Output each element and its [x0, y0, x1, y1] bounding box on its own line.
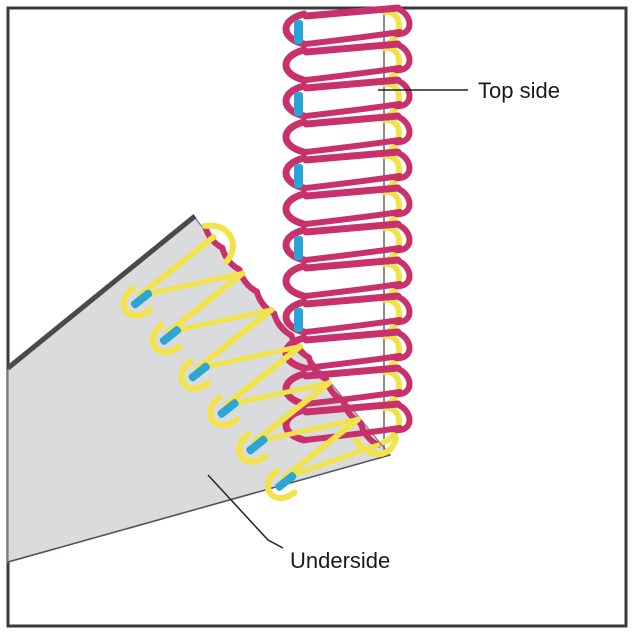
tie-thread-mark	[294, 236, 303, 260]
needle-thread-return	[303, 389, 403, 407]
looper-thread-leg	[194, 343, 303, 372]
needle-thread-edge-loop	[393, 41, 413, 74]
looper-thread-leg	[164, 270, 246, 336]
tie-thread-mark	[275, 472, 297, 491]
tie-thread-mark	[294, 164, 303, 188]
top-side-label: Top side	[478, 78, 560, 103]
needle-thread-crossing	[302, 148, 402, 164]
tie-thread-mark	[294, 308, 303, 332]
tie-thread-mark	[188, 362, 210, 382]
needle-thread-loop	[282, 118, 308, 156]
needle-thread-edge-loop	[393, 113, 413, 146]
needle-thread-return	[303, 317, 403, 335]
looper-thread-leg	[136, 233, 217, 299]
needle-thread-return	[303, 425, 403, 443]
looper-thread-loop	[353, 435, 399, 458]
needle-thread-loop	[282, 190, 308, 228]
needle-thread-crossing	[302, 76, 402, 92]
needle-thread-crossing	[302, 220, 402, 236]
needle-thread-crossing	[302, 4, 402, 20]
needle-thread-return	[303, 173, 403, 191]
needle-thread-return	[303, 101, 403, 119]
needle-thread-crossing	[302, 292, 402, 308]
needle-thread-edge-loop	[393, 401, 413, 434]
underside-label: Underside	[290, 548, 390, 573]
looper-thread-loop	[381, 405, 402, 445]
needle-thread-return	[303, 245, 403, 263]
needle-thread-return	[303, 65, 403, 83]
looper-thread-loop	[207, 394, 240, 429]
vertical-overlock-seam	[282, 4, 413, 445]
looper-thread-loop	[264, 467, 298, 502]
needle-thread-edge-loop	[393, 365, 413, 398]
looper-thread-loop	[149, 321, 183, 356]
looper-thread-leg	[222, 343, 304, 409]
needle-thread-return	[303, 137, 403, 155]
needle-thread-loop	[282, 46, 308, 84]
looper-thread-leg	[193, 306, 275, 372]
looper-thread-loop	[236, 430, 269, 465]
needle-thread-edge-loop	[393, 185, 413, 218]
diagonal-overlock-seam	[120, 222, 399, 502]
needle-thread-edge-loop	[393, 329, 413, 362]
needle-thread-loop	[282, 406, 308, 444]
needle-thread-edge-loop	[393, 257, 413, 290]
needle-thread-edge-loop	[393, 77, 413, 110]
needle-thread-edge-loop	[393, 293, 413, 326]
needle-thread-crossing	[302, 328, 402, 344]
needle-thread-crossing	[302, 184, 402, 200]
looper-thread-loop	[178, 357, 211, 392]
needle-thread-crossing	[302, 256, 402, 272]
looper-thread-leg	[251, 379, 332, 445]
needle-thread-return	[303, 209, 403, 227]
needle-thread-edge-loop	[393, 221, 413, 254]
looper-thread-leg	[223, 380, 332, 408]
needle-thread-return	[303, 29, 403, 47]
tie-thread-mark	[130, 289, 153, 309]
tie-thread-mark	[246, 435, 268, 455]
needle-thread-edge-loop	[393, 5, 413, 38]
looper-thread-leg	[280, 416, 361, 482]
looper-thread-loop	[120, 284, 154, 319]
needle-thread-loop	[282, 334, 308, 372]
tie-thread-mark	[294, 92, 303, 116]
needle-thread-crossing	[302, 40, 402, 56]
tie-thread-mark	[159, 326, 182, 345]
underside-leader-line	[207, 474, 284, 549]
needle-thread-return	[303, 281, 403, 299]
needle-thread-loop	[282, 370, 308, 408]
looper-thread-leg	[165, 307, 274, 335]
needle-thread-crossing	[302, 400, 402, 416]
looper-thread-leg	[251, 416, 361, 445]
needle-thread-loop	[282, 262, 308, 300]
looper-thread-leg	[136, 270, 245, 299]
needle-thread-crossing	[302, 112, 402, 128]
tie-thread-mark	[294, 20, 303, 44]
tie-thread-mark	[217, 399, 239, 418]
looper-thread-loop	[202, 222, 236, 265]
needle-thread-edge-loop	[393, 149, 413, 182]
